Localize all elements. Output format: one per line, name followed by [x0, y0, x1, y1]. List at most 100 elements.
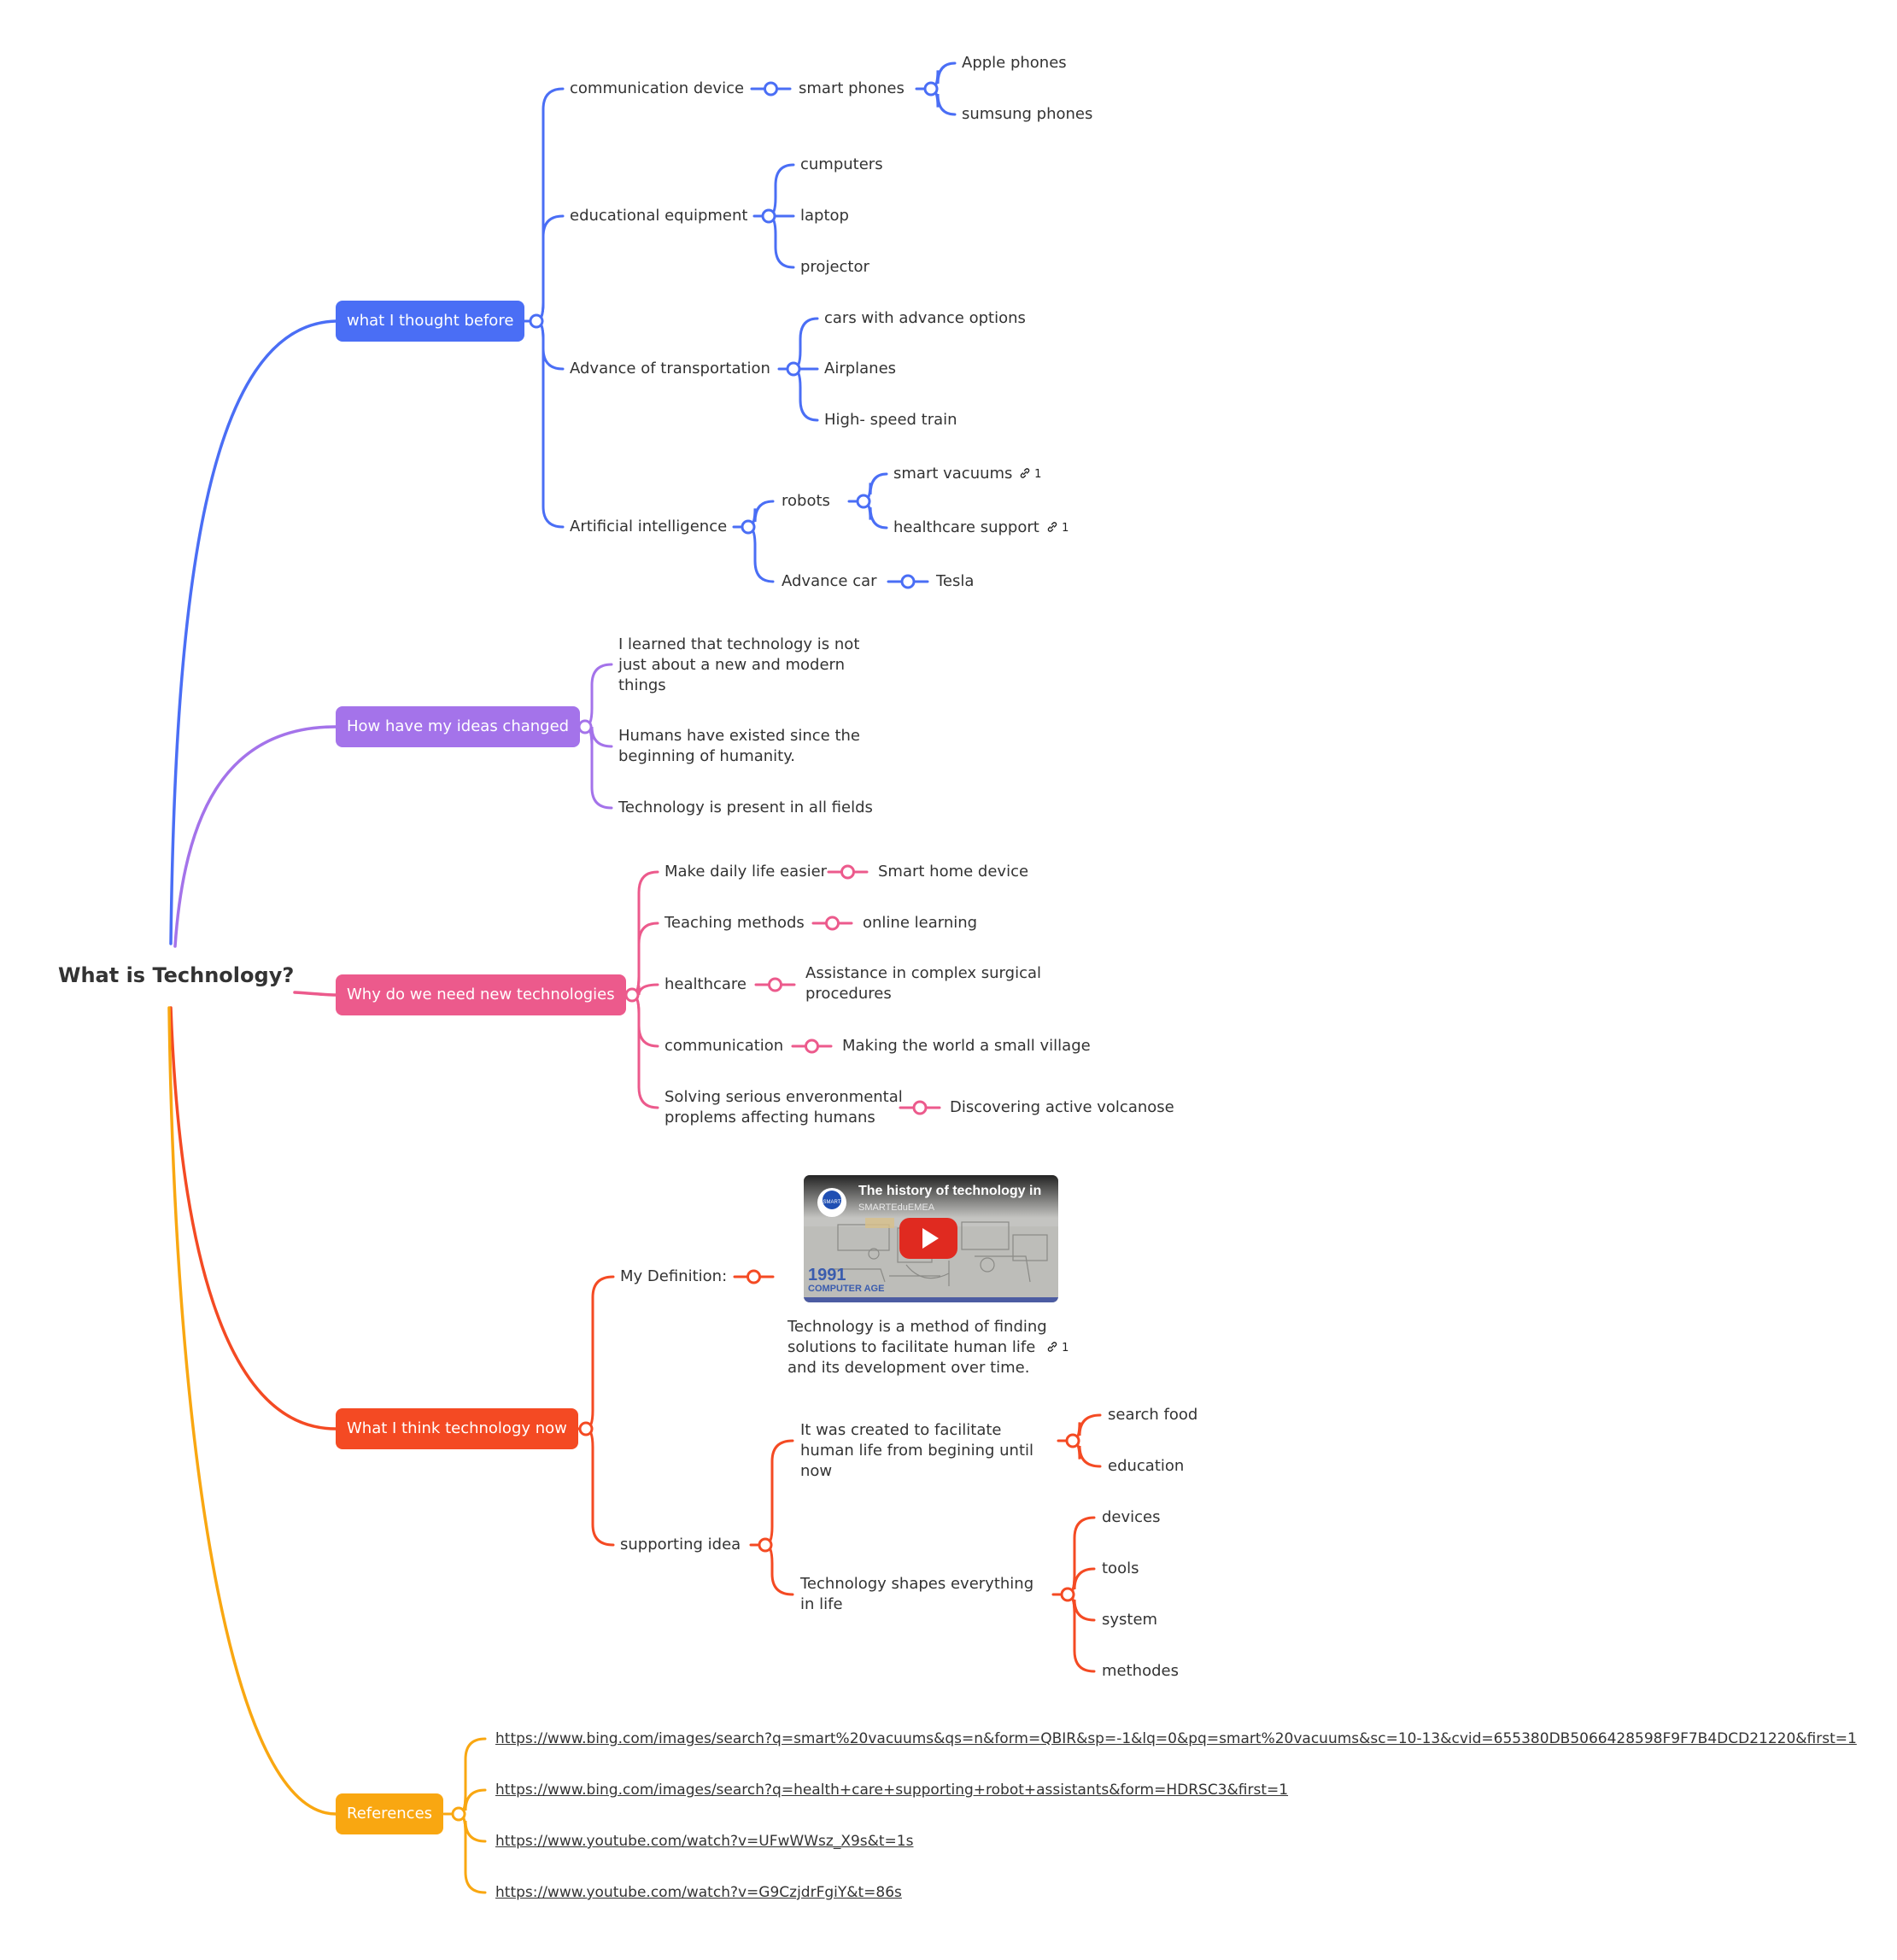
topic-education[interactable]: education [1108, 1457, 1185, 1475]
topic-smart-vacuums[interactable]: smart vacuums [893, 465, 1013, 483]
topic-devices[interactable]: devices [1102, 1508, 1161, 1526]
collapse-toggle[interactable] [741, 519, 756, 535]
topic-projector[interactable]: projector [800, 258, 869, 276]
topic-cars-advance-options[interactable]: cars with advance options [824, 309, 1026, 327]
collapse-toggle[interactable] [451, 1806, 466, 1822]
topic-communication[interactable]: communication [665, 1037, 784, 1055]
connector-line [169, 1006, 337, 1431]
link-icon [1047, 522, 1057, 532]
topic-system[interactable]: system [1102, 1611, 1158, 1629]
topic-online-learning[interactable]: online learning [863, 914, 978, 932]
video-title: The history of technology in [858, 1184, 1042, 1198]
connector-line [583, 725, 613, 810]
topic-apple-phones[interactable]: Apple phones [962, 54, 1067, 72]
collapse-toggle[interactable] [856, 494, 871, 509]
connector-line [535, 319, 565, 529]
connector-line [630, 993, 659, 1109]
topic-search-food[interactable]: search food [1108, 1406, 1198, 1424]
collapse-toggle[interactable] [1065, 1433, 1080, 1448]
topic-educational-equipment[interactable]: educational equipment [570, 207, 748, 225]
topic-world-small-village[interactable]: Making the world a small village [842, 1037, 1091, 1055]
branch-what-i-thought-before[interactable]: what I thought before [336, 301, 525, 342]
video-thumbnail[interactable]: SMART The history of technology in SMART… [804, 1175, 1058, 1302]
topic-supporting-idea[interactable]: supporting idea [620, 1536, 741, 1553]
topic-tesla[interactable]: Tesla [936, 572, 975, 590]
topic-communication-device[interactable]: communication device [570, 79, 745, 97]
collapse-toggle[interactable] [768, 977, 782, 992]
topic-learned-not-just-new[interactable]: I learned that technology is not just ab… [618, 635, 860, 694]
branch-references[interactable]: References [336, 1793, 444, 1834]
collapse-toggle[interactable] [758, 1537, 773, 1553]
collapse-toggle[interactable] [912, 1100, 928, 1115]
topic-created-to-facilitate[interactable]: It was created to facilitate human life … [800, 1421, 1034, 1480]
video-channel: SMARTEduEMEA [858, 1202, 935, 1213]
topic-teaching-methods[interactable]: Teaching methods [665, 914, 805, 932]
topic-advance-car[interactable]: Advance car [782, 572, 877, 590]
topic-robots[interactable]: robots [782, 492, 830, 510]
collapse-toggle[interactable] [529, 313, 544, 329]
collapse-toggle[interactable] [900, 574, 916, 589]
topic-present-all-fields[interactable]: Technology is present in all fields [618, 799, 873, 816]
topic-computers[interactable]: cumputers [800, 155, 883, 173]
link-count-badge[interactable]: 1 [1046, 1341, 1069, 1355]
reference-link[interactable]: https://www.youtube.com/watch?v=G9CzjdrF… [495, 1884, 902, 1901]
link-count-badge[interactable]: 1 [1046, 521, 1069, 535]
connector-line [792, 317, 819, 371]
connector-line [583, 663, 613, 728]
collapse-toggle[interactable] [786, 361, 801, 377]
collapse-toggle[interactable] [805, 1039, 819, 1054]
root-topic[interactable]: What is Technology? [58, 963, 295, 987]
topic-healthcare-support[interactable]: healthcare support [893, 518, 1039, 536]
connector-line [169, 319, 337, 945]
topic-environmental-problems[interactable]: Solving serious enveronmental proplems a… [665, 1088, 903, 1126]
topic-samsung-phones[interactable]: sumsung phones [962, 105, 1093, 123]
topic-shapes-everything[interactable]: Technology shapes everything in life [800, 1575, 1034, 1613]
connector-line [457, 1812, 487, 1894]
connector-line [1066, 1593, 1096, 1673]
collapse-toggle[interactable] [747, 1269, 761, 1284]
connector-line [457, 1737, 487, 1816]
collapse-toggle[interactable] [923, 81, 939, 97]
collapse-toggle[interactable] [761, 208, 776, 224]
topic-healthcare[interactable]: healthcare [665, 975, 747, 993]
reference-link[interactable]: https://www.youtube.com/watch?v=UFwWWsz_… [495, 1833, 914, 1850]
collapse-toggle[interactable] [1060, 1587, 1075, 1602]
topic-tools[interactable]: tools [1102, 1559, 1139, 1577]
connector-line [792, 367, 819, 422]
reference-link[interactable]: https://www.bing.com/images/search?q=hea… [495, 1782, 1289, 1799]
play-icon[interactable] [899, 1218, 957, 1259]
topic-smart-phones[interactable]: smart phones [799, 79, 905, 97]
collapse-toggle[interactable] [825, 916, 840, 931]
connector-line [535, 214, 565, 323]
branch-what-i-think-now[interactable]: What I think technology now [336, 1408, 578, 1449]
connector-line [747, 525, 775, 583]
topic-artificial-intelligence[interactable]: Artificial intelligence [570, 518, 728, 535]
collapse-toggle[interactable] [624, 987, 640, 1003]
topic-active-volcanoes[interactable]: Discovering active volcanose [950, 1098, 1174, 1116]
collapse-toggle[interactable] [764, 81, 778, 97]
video-frame-image: SMART [804, 1175, 1058, 1302]
branch-how-ideas-changed[interactable]: How have my ideas changed [336, 706, 581, 747]
connector-line [764, 1543, 794, 1596]
topic-smart-home-device[interactable]: Smart home device [878, 863, 1029, 881]
link-count: 1 [1034, 468, 1042, 481]
topic-my-definition[interactable]: My Definition: [620, 1267, 728, 1285]
topic-surgical-assistance[interactable]: Assistance in complex surgical procedure… [805, 964, 1041, 1003]
connector-line [584, 1427, 615, 1547]
topic-airplanes[interactable]: Airplanes [824, 360, 897, 377]
topic-methods[interactable]: methodes [1102, 1662, 1179, 1680]
branch-why-need-new-technologies[interactable]: Why do we need new technologies [336, 974, 626, 1015]
topic-high-speed-train[interactable]: High- speed train [824, 411, 957, 429]
topic-advance-of-transportation[interactable]: Advance of transportation [570, 360, 770, 377]
topic-definition-text[interactable]: Technology is a method of finding soluti… [787, 1318, 1047, 1377]
collapse-toggle[interactable] [840, 864, 855, 880]
collapse-toggle[interactable] [578, 1421, 594, 1436]
collapse-toggle[interactable] [577, 719, 593, 734]
topic-humans-existed[interactable]: Humans have existed since the beginning … [618, 727, 860, 765]
topic-daily-life-easier[interactable]: Make daily life easier [665, 863, 828, 881]
topic-laptop[interactable]: laptop [800, 207, 849, 225]
reference-link[interactable]: https://www.bing.com/images/search?q=sma… [495, 1730, 1857, 1747]
connector-line [535, 87, 565, 323]
link-count-badge[interactable]: 1 [1019, 467, 1041, 482]
